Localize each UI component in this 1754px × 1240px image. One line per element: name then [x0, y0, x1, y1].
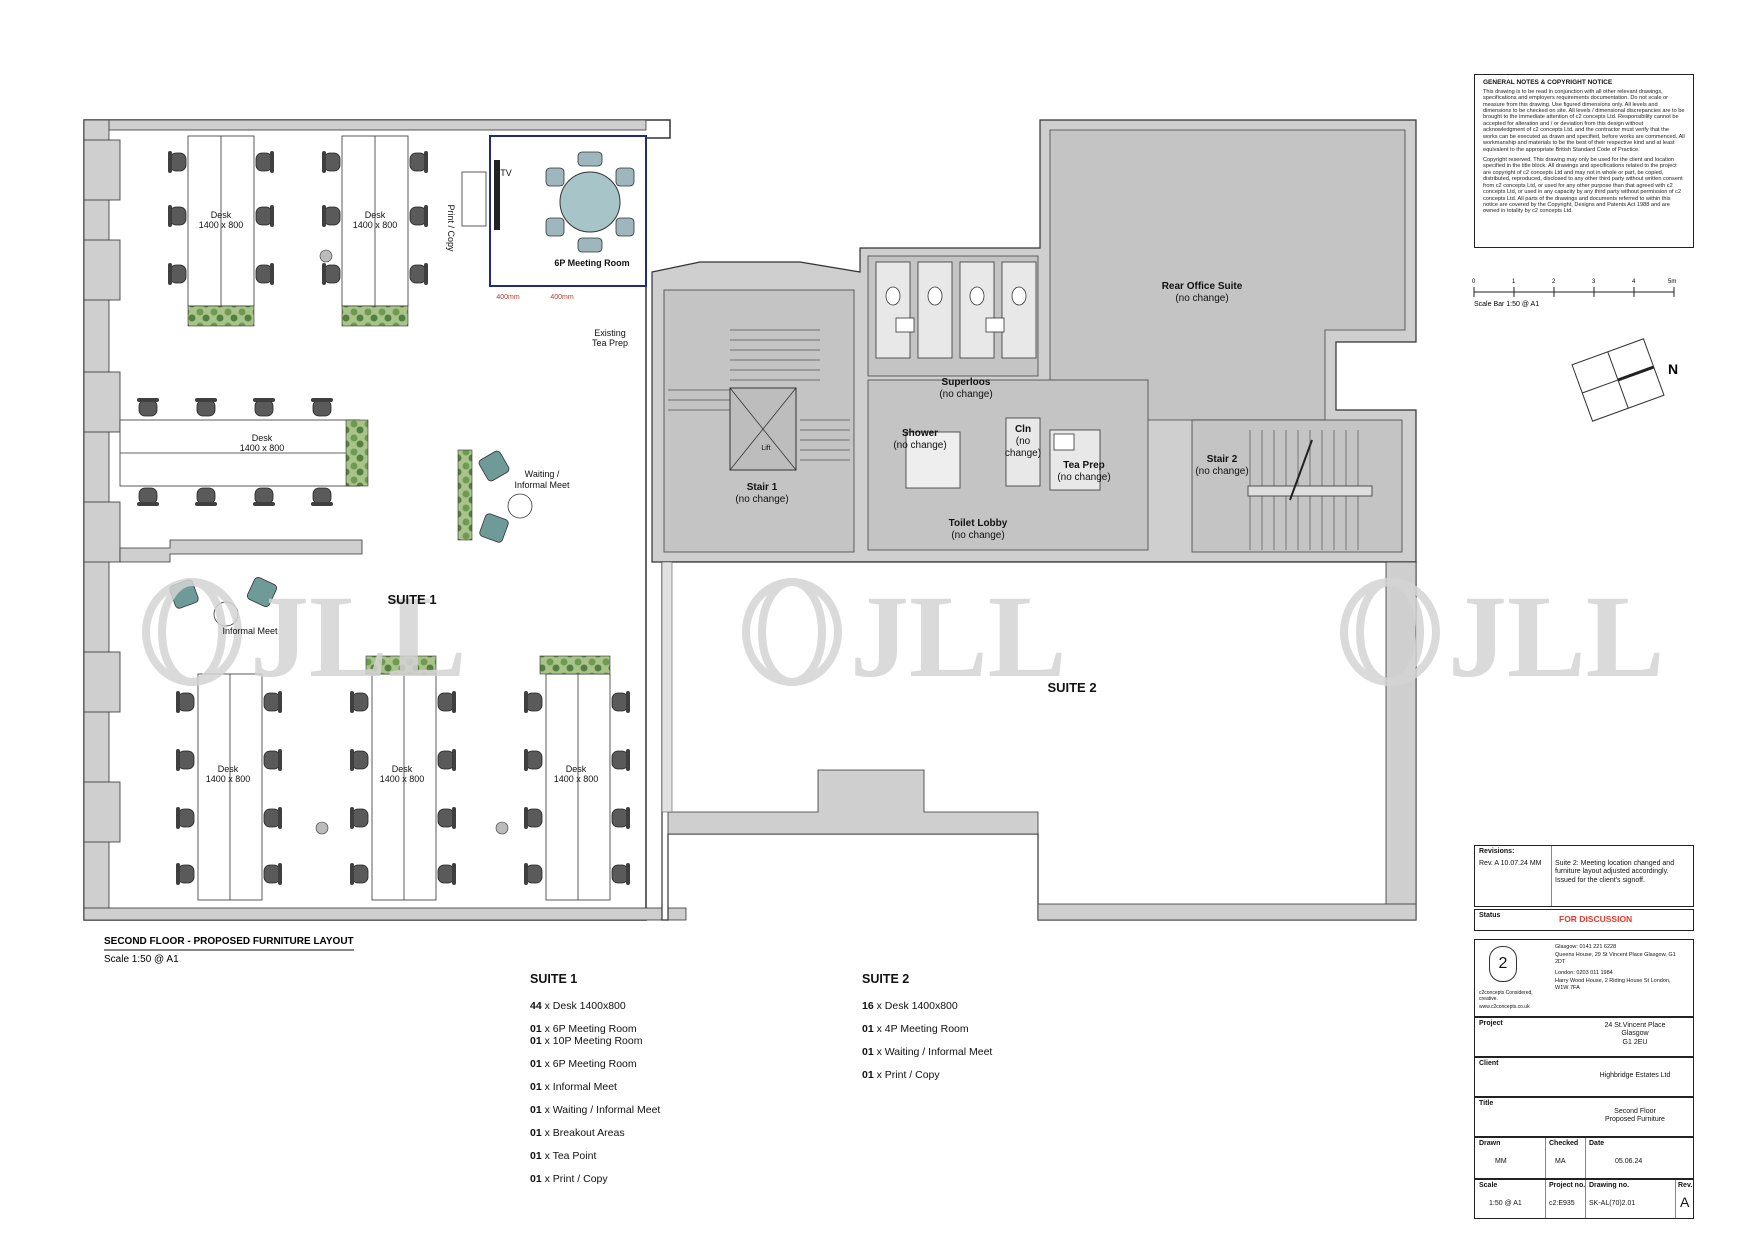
existing-tea-prep-label: Existing: [594, 328, 626, 338]
svg-text:(no change): (no change): [1175, 293, 1228, 304]
svg-text:Informal Meet: Informal Meet: [514, 480, 570, 490]
c2-logo: 2: [1489, 946, 1517, 982]
status-box: Status FOR DISCUSSION: [1474, 909, 1694, 931]
notes-paragraph: This drawing is to be read in conjunctio…: [1483, 88, 1685, 153]
suite2-schedule: SUITE 2 16 x Desk 1400x800 01 x 4P Meeti…: [862, 972, 993, 1081]
svg-text:(no change): (no change): [951, 530, 1004, 541]
svg-text:(no change): (no change): [1057, 472, 1110, 483]
rear-office-suite-label: Rear Office Suite: [1162, 281, 1243, 292]
bins: [315, 249, 509, 835]
svg-text:(no change): (no change): [735, 494, 788, 505]
desk-size: 1400 x 800: [380, 774, 425, 784]
desk-size: 1400 x 800: [554, 774, 599, 784]
drawing-number-box: Scale 1:50 @ A1 Project no. c2:E935 Draw…: [1474, 1179, 1694, 1219]
tv-label: TV: [500, 168, 512, 178]
cln-label: Cln: [1015, 424, 1031, 435]
client-box: Client Highbridge Estates Ltd: [1474, 1057, 1694, 1097]
revisions-box: Revisions: Rev. A 10.07.24 MM Suite 2: M…: [1474, 845, 1694, 907]
desk-label: Desk: [211, 210, 232, 220]
watermark-2: JLL: [850, 571, 1066, 702]
core-block: [651, 119, 1417, 563]
svg-text:(no change): (no change): [939, 389, 992, 400]
desk-label: Desk: [218, 764, 239, 774]
watermark-1: JLL: [250, 571, 466, 702]
north-label: N: [1668, 361, 1678, 377]
watermark-3: JLL: [1448, 571, 1664, 702]
desk-size: 1400 x 800: [353, 220, 398, 230]
revision-letter: A: [1680, 1194, 1690, 1210]
desk-label: Desk: [252, 433, 273, 443]
scale-bar: [1473, 287, 1675, 297]
svg-text:(no change): (no change): [893, 440, 946, 451]
drawn-box: Drawn MM Checked MA Date 05.06.24: [1474, 1137, 1694, 1179]
svg-text:change): change): [1005, 448, 1041, 459]
svg-text:4: 4: [1632, 279, 1636, 285]
scale-bar-label: Scale Bar 1:50 @ A1: [1474, 301, 1539, 308]
print-copy-label: Print / Copy: [446, 204, 456, 252]
svg-text:3: 3: [1592, 279, 1596, 285]
desk-size: 1400 x 800: [206, 774, 251, 784]
suite2-walls: [661, 561, 1417, 921]
dim-400-2: 400mm: [550, 294, 574, 301]
svg-text:(no change): (no change): [1195, 466, 1248, 477]
desk-size: 1400 x 800: [240, 443, 285, 453]
general-notes: GENERAL NOTES & COPYRIGHT NOTICE This dr…: [1474, 74, 1694, 248]
drawing-scale: Scale 1:50 @ A1: [104, 954, 179, 965]
planters: [187, 305, 611, 675]
title-block: Revisions: Rev. A 10.07.24 MM Suite 2: M…: [1474, 845, 1694, 1219]
svg-text:2: 2: [1552, 279, 1556, 285]
tea-prep-label: Tea Prep: [1063, 460, 1105, 471]
shower-label: Shower: [902, 428, 938, 439]
company-box: 2 c2concepts Considered, creative. www.c…: [1474, 939, 1694, 1017]
meeting-room-label: 6P Meeting Room: [554, 258, 629, 268]
meeting-room-6p: [461, 135, 647, 287]
jll-watermarks: JLL JLL JLL: [142, 571, 1664, 702]
waiting-informal-label: Waiting /: [525, 469, 560, 479]
suite1-label: SUITE 1: [387, 592, 436, 607]
svg-text:5m: 5m: [1668, 279, 1676, 285]
dim-400-1: 400mm: [496, 294, 520, 301]
desk-size: 1400 x 800: [199, 220, 244, 230]
drawing-title: SECOND FLOOR - PROPOSED FURNITURE LAYOUT: [104, 936, 354, 947]
desk-label: Desk: [566, 764, 587, 774]
svg-text:Tea Prep: Tea Prep: [592, 338, 628, 348]
svg-text:1: 1: [1512, 279, 1516, 285]
svg-text:0: 0: [1472, 279, 1476, 285]
north-arrow: [1571, 338, 1665, 422]
svg-text:(no: (no: [1016, 436, 1031, 447]
stair1-label: Stair 1: [747, 482, 778, 493]
desk-label: Desk: [392, 764, 413, 774]
informal-meet-label: Informal Meet: [222, 626, 278, 636]
stair2-label: Stair 2: [1207, 454, 1238, 465]
suite1-schedule: SUITE 1 44 x Desk 1400x800 01 x 6P Meeti…: [530, 972, 661, 1185]
notes-heading: GENERAL NOTES & COPYRIGHT NOTICE: [1483, 79, 1613, 86]
toilet-lobby-label: Toilet Lobby: [949, 518, 1008, 529]
status-value: FOR DISCUSSION: [1559, 914, 1633, 924]
lift-label: Lift: [761, 445, 770, 452]
superloos-label: Superloos: [942, 377, 991, 388]
desk-label: Desk: [365, 210, 386, 220]
suite2-label: SUITE 2: [1047, 680, 1096, 695]
drawing-number: SK-AL(70)2.01: [1589, 1200, 1636, 1207]
notes-paragraph: Copyright reserved. This drawing may onl…: [1483, 157, 1683, 215]
